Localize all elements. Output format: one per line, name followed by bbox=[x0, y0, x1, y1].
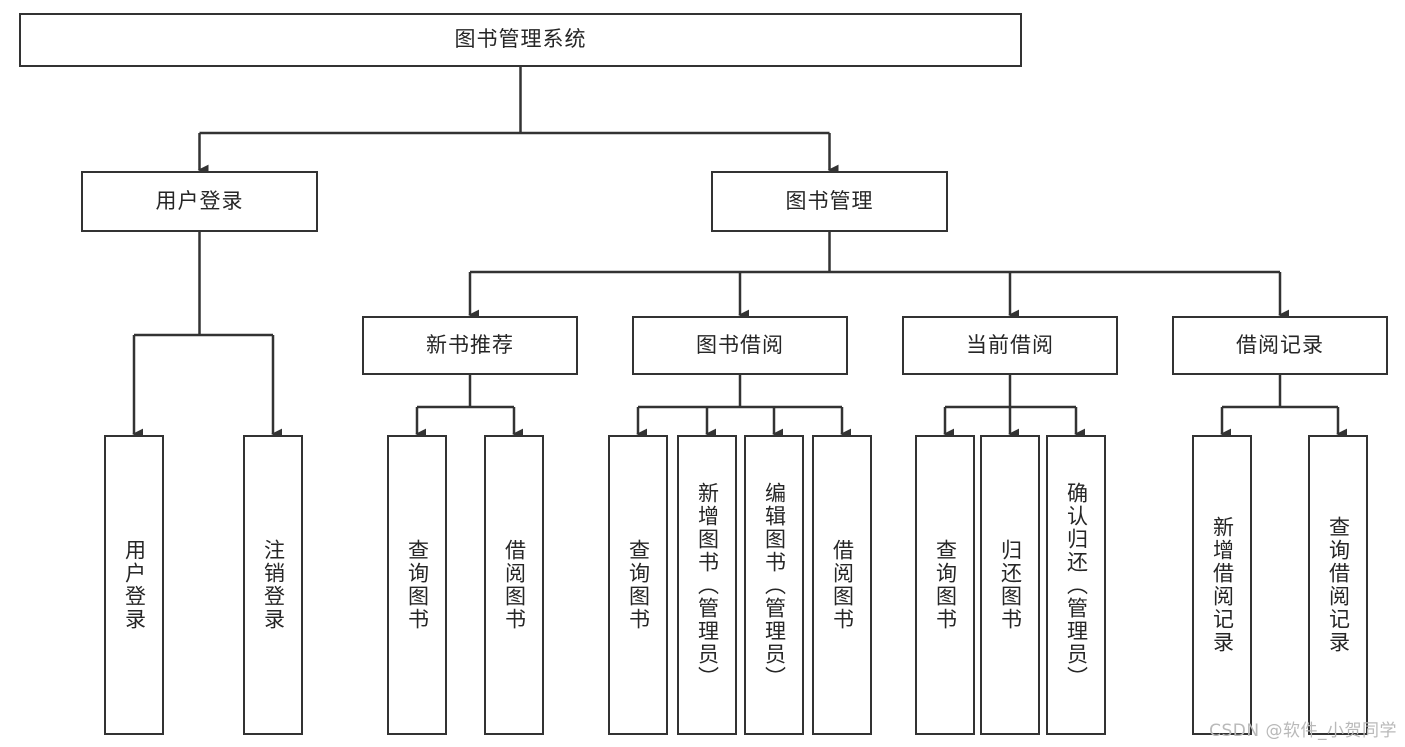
node-leaf-new-1[interactable]: 查询图书 bbox=[387, 435, 447, 735]
node-label: 查询图书 bbox=[933, 539, 958, 631]
node-label: 查询图书 bbox=[626, 539, 651, 631]
node-leaf-rec-2[interactable]: 查询借阅记录 bbox=[1308, 435, 1368, 735]
node-label: 借阅记录 bbox=[1236, 332, 1324, 357]
node-leaf-cur-1[interactable]: 查询图书 bbox=[915, 435, 975, 735]
node-leaf-borrow-3[interactable]: 编辑图书（管理员） bbox=[744, 435, 804, 735]
node-label: 用户登录 bbox=[122, 539, 147, 631]
node-label: 借阅图书 bbox=[502, 539, 527, 631]
node-label: 归还图书 bbox=[998, 539, 1023, 631]
node-label: 查询借阅记录 bbox=[1326, 516, 1351, 654]
node-newbook[interactable]: 新书推荐 bbox=[362, 316, 578, 375]
node-label: 新增借阅记录 bbox=[1210, 516, 1235, 654]
node-label: 借阅图书 bbox=[830, 539, 855, 631]
node-leaf-borrow-1[interactable]: 查询图书 bbox=[608, 435, 668, 735]
node-label: 新书推荐 bbox=[426, 332, 514, 357]
node-label: 确认归还（管理员） bbox=[1064, 481, 1089, 689]
node-leaf-login-1[interactable]: 用户登录 bbox=[104, 435, 164, 735]
node-leaf-cur-2[interactable]: 归还图书 bbox=[980, 435, 1040, 735]
node-borrow[interactable]: 图书借阅 bbox=[632, 316, 848, 375]
node-label: 编辑图书（管理员） bbox=[762, 481, 787, 689]
node-label: 当前借阅 bbox=[966, 332, 1054, 357]
node-login[interactable]: 用户登录 bbox=[81, 171, 318, 232]
node-leaf-borrow-2[interactable]: 新增图书（管理员） bbox=[677, 435, 737, 735]
node-label: 图书管理 bbox=[785, 188, 874, 213]
node-leaf-rec-1[interactable]: 新增借阅记录 bbox=[1192, 435, 1252, 735]
node-leaf-new-2[interactable]: 借阅图书 bbox=[484, 435, 544, 735]
node-label: 新增图书（管理员） bbox=[695, 481, 720, 689]
node-current[interactable]: 当前借阅 bbox=[902, 316, 1118, 375]
node-root[interactable]: 图书管理系统 bbox=[19, 13, 1022, 67]
node-records[interactable]: 借阅记录 bbox=[1172, 316, 1388, 375]
node-leaf-borrow-4[interactable]: 借阅图书 bbox=[812, 435, 872, 735]
node-leaf-cur-3[interactable]: 确认归还（管理员） bbox=[1046, 435, 1106, 735]
watermark-label: CSDN @软件_小贺同学 bbox=[1209, 721, 1397, 741]
node-label: 查询图书 bbox=[405, 539, 430, 631]
node-label: 用户登录 bbox=[155, 188, 244, 213]
node-label: 图书管理系统 bbox=[454, 27, 587, 52]
node-leaf-login-2[interactable]: 注销登录 bbox=[243, 435, 303, 735]
node-label: 注销登录 bbox=[261, 539, 286, 631]
node-bookmgmt[interactable]: 图书管理 bbox=[711, 171, 948, 232]
node-label: 图书借阅 bbox=[696, 332, 784, 357]
